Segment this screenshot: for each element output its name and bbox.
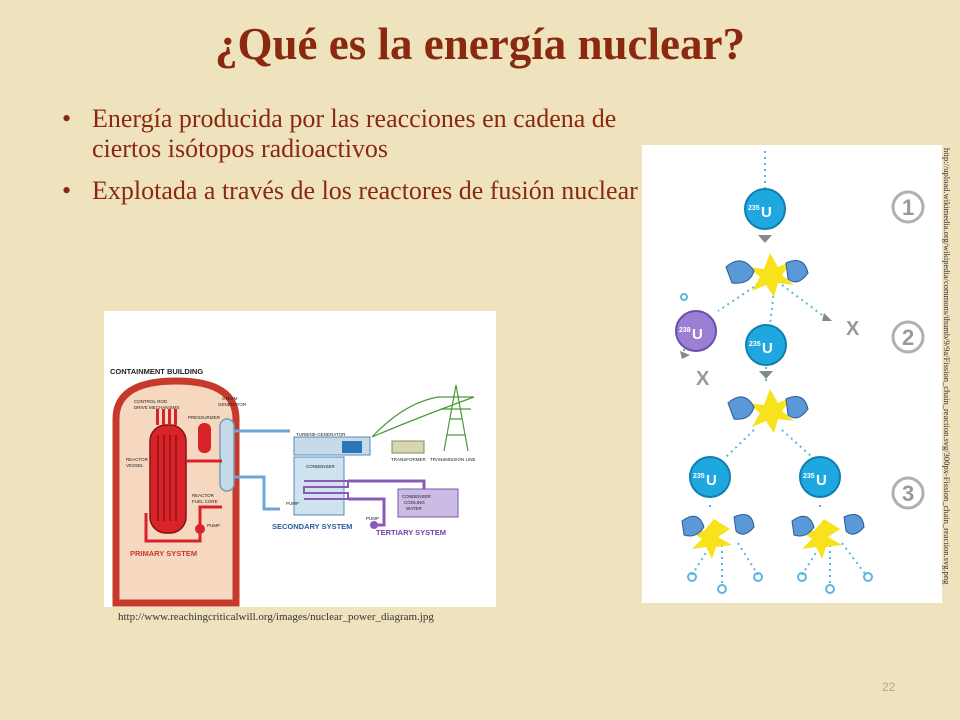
bullet-dot: • (62, 176, 72, 205)
generator-label: GENERATOR (218, 402, 247, 407)
isotope-number: 238 (679, 327, 691, 334)
bullet-item: • Explotada a través de los reactores de … (62, 176, 642, 206)
turbine-label: TURBINE-GENERATOR (296, 432, 346, 437)
isotope-number: 235 (803, 473, 815, 480)
transformer-label: TRANSFORMER (391, 457, 427, 462)
containment-label: CONTAINMENT BUILDING (110, 367, 203, 376)
bullet-text: Explotada a través de los reactores de f… (92, 176, 638, 205)
fission-source-url-wrapper: http://upload.wikimedia.org/wikipedia/co… (940, 148, 952, 628)
vessel-label: VESSEL (126, 463, 144, 468)
fission-diagram: 235 U 238 U X X 235 U 235 U 235 U 1 2 3 (642, 145, 942, 603)
tertiary-system-label: TERTIARY SYSTEM (376, 528, 446, 537)
cooling-label-3: WATER (406, 506, 422, 511)
x-mark: X (696, 368, 710, 390)
reactor-source-url[interactable]: http://www.reachingcriticalwill.org/imag… (118, 611, 434, 623)
element-symbol: U (816, 472, 827, 489)
fuel-core-label: FUEL CORE (192, 499, 218, 504)
bullet-list: • Energía producida por las reacciones en… (62, 104, 642, 218)
step-number: 2 (902, 325, 914, 350)
condenser-label: CONDENSER (306, 464, 336, 469)
control-rod-label: CONTROL ROD (134, 399, 168, 404)
bullet-item: • Energía producida por las reacciones en… (62, 104, 642, 164)
pump2-label: PUMP (286, 501, 299, 506)
element-symbol: U (761, 204, 772, 221)
page-number: 22 (882, 680, 896, 694)
step-number: 3 (902, 481, 914, 506)
isotope-number: 235 (693, 473, 705, 480)
transmission-label: TRANSMISSION LINE (430, 457, 476, 462)
isotope-number: 235 (748, 205, 760, 212)
element-symbol: U (706, 472, 717, 489)
bullet-dot: • (62, 104, 72, 133)
steam-label: STEAM (222, 396, 238, 401)
drive-mechanisms-label: DRIVE MECHANISMS (134, 405, 180, 410)
reactor2-label: REACTOR (192, 493, 215, 498)
fission-source-url[interactable]: http://upload.wikimedia.org/wikipedia/co… (942, 148, 952, 585)
bullet-text: Energía producida por las reacciones en … (92, 104, 617, 163)
step-number: 1 (902, 195, 914, 220)
pump3-label: PUMP (366, 516, 379, 521)
secondary-system-label: SECONDARY SYSTEM (272, 522, 352, 531)
element-symbol: U (692, 326, 703, 343)
pressurizer-label: PRESSURIZER (188, 415, 221, 420)
primary-system-label: PRIMARY SYSTEM (130, 549, 197, 558)
slide-title: ¿Qué es la energía nuclear? (215, 19, 745, 69)
x-mark: X (846, 318, 860, 340)
isotope-number: 235 (749, 341, 761, 348)
element-symbol: U (762, 340, 773, 357)
pump-label: PUMP (207, 523, 220, 528)
cooling-label-1: CONDENSER (402, 494, 432, 499)
cooling-label-2: COOLING (404, 500, 425, 505)
reactor-diagram: CONTAINMENT BUILDING CONTROL ROD DRIVE M… (104, 311, 496, 607)
reactor-label: REACTOR (126, 457, 149, 462)
